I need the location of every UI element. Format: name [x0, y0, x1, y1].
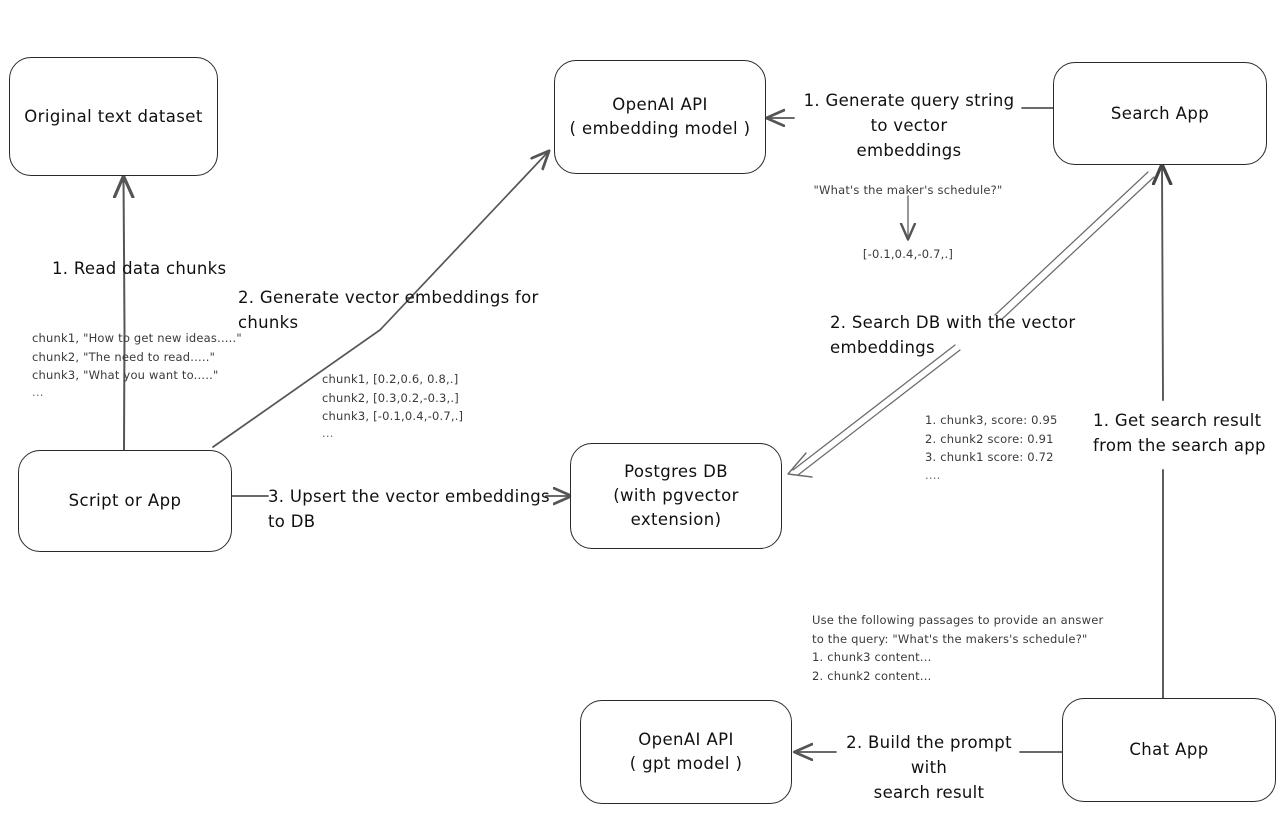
note-raw-chunks: chunk1, "How to get new ideas....." chun… — [32, 331, 242, 383]
edge-search-to-db-upper-b — [1000, 176, 1155, 321]
edge-label-upsert-to-db: 3. Upsert the vector embeddings to DB — [268, 487, 550, 531]
node-original-text-dataset[interactable]: Original text dataset — [9, 57, 218, 176]
edge-search-to-db-upper-a — [994, 171, 1149, 316]
node-script-or-app-label: Script or App — [68, 491, 182, 511]
node-openai-api-embedding-model-sublabel: ( embedding model ) — [569, 119, 751, 138]
edge-label-get-search-result: 1. Get search result from the search app — [1093, 411, 1266, 455]
node-chat-app[interactable]: Chat App — [1062, 698, 1276, 802]
node-postgres-db-label: Postgres DB — [624, 462, 728, 482]
note-query-text: "What's the maker's schedule?" — [813, 183, 1003, 197]
note-prompt-preview: Use the following passages to provide an… — [812, 613, 1104, 683]
node-openai-api-gpt-model-label: OpenAI API — [638, 730, 734, 750]
node-openai-api-embedding-model[interactable]: OpenAI API ( embedding model ) — [554, 60, 766, 174]
node-original-text-dataset-label: Original text dataset — [24, 106, 203, 126]
edge-label-generate-query-embeddings: 1. Generate query string to vector embed… — [803, 91, 1015, 160]
note-raw-chunks-ellipsis: ... — [32, 385, 44, 399]
node-postgres-db-sublabel: (with pgvector extension) — [613, 486, 739, 529]
node-postgres-db[interactable]: Postgres DB (with pgvector extension) — [570, 443, 782, 549]
edge-search-to-db-arrowhead — [787, 452, 813, 478]
edge-label-build-prompt: 2. Build the prompt with search result — [846, 733, 1012, 802]
edge-label-read-data-chunks: 1. Read data chunks — [52, 259, 227, 278]
edge-script-to-dataset — [124, 178, 125, 451]
note-chunk-embeddings: chunk1, [0.2,0.6, 0.8,.] chunk2, [0.3,0.… — [322, 372, 464, 424]
edge-chat-to-search-seg2 — [1162, 166, 1163, 401]
node-openai-api-gpt-model[interactable]: OpenAI API ( gpt model ) — [580, 700, 792, 804]
edge-label-search-db: 2. Search DB with the vector embeddings — [830, 313, 1076, 357]
note-chunk-embeddings-ellipsis: ... — [322, 426, 334, 440]
node-search-app[interactable]: Search App — [1053, 62, 1267, 165]
note-search-results-ellipsis: .... — [925, 468, 941, 482]
node-openai-api-embedding-model-label: OpenAI API — [612, 95, 708, 115]
note-query-vector: [-0.1,0.4,-0.7,.] — [862, 247, 954, 261]
node-chat-app-label: Chat App — [1129, 740, 1209, 760]
node-openai-api-gpt-model-sublabel: ( gpt model ) — [629, 754, 743, 773]
note-search-results: 1. chunk3, score: 0.95 2. chunk2 score: … — [925, 413, 1058, 465]
node-search-app-label: Search App — [1110, 103, 1210, 123]
edge-label-generate-vector-embeddings: 2. Generate vector embeddings for chunks — [238, 288, 539, 332]
node-script-or-app[interactable]: Script or App — [18, 450, 232, 552]
